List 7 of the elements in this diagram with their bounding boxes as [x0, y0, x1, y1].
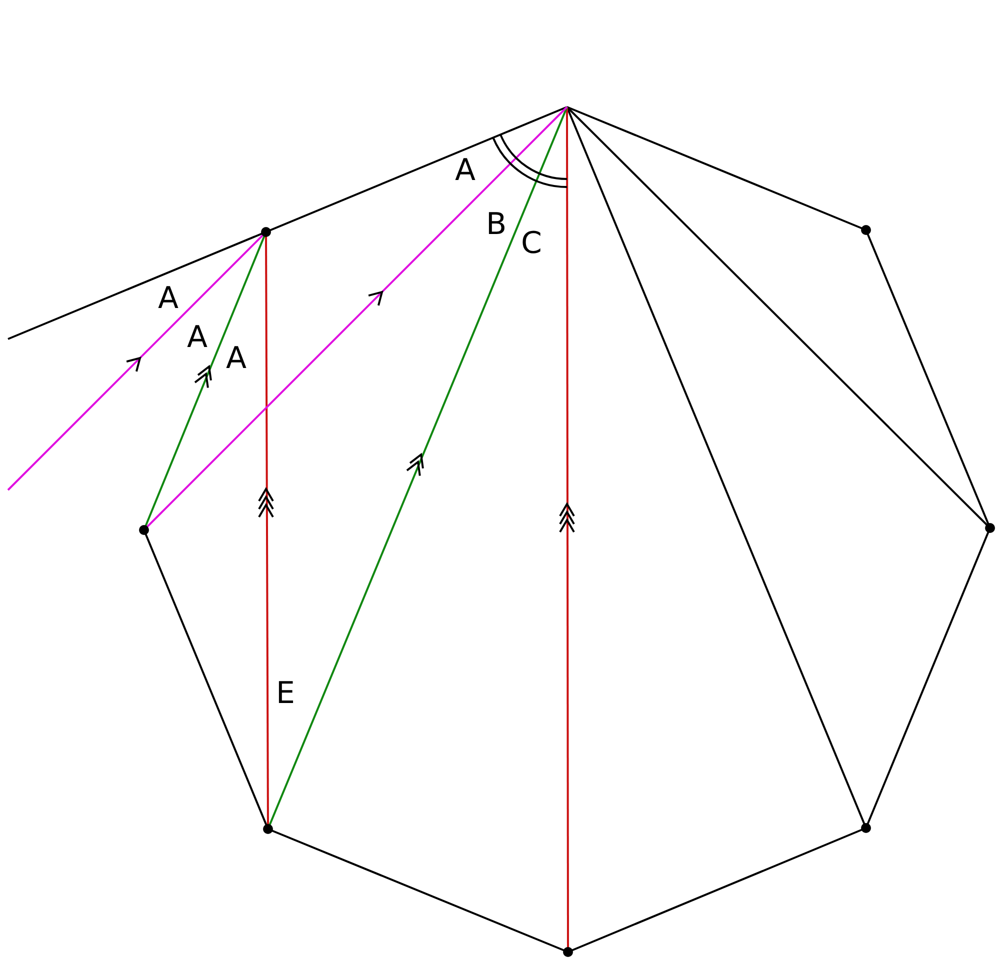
angle-label: B	[486, 210, 507, 240]
angle-label: A	[187, 323, 208, 353]
angle-label: A	[158, 284, 179, 314]
angle-label: A	[226, 344, 247, 374]
side-label: E	[276, 679, 295, 709]
angle-label: C	[521, 229, 542, 259]
angle-label: A	[455, 156, 476, 186]
